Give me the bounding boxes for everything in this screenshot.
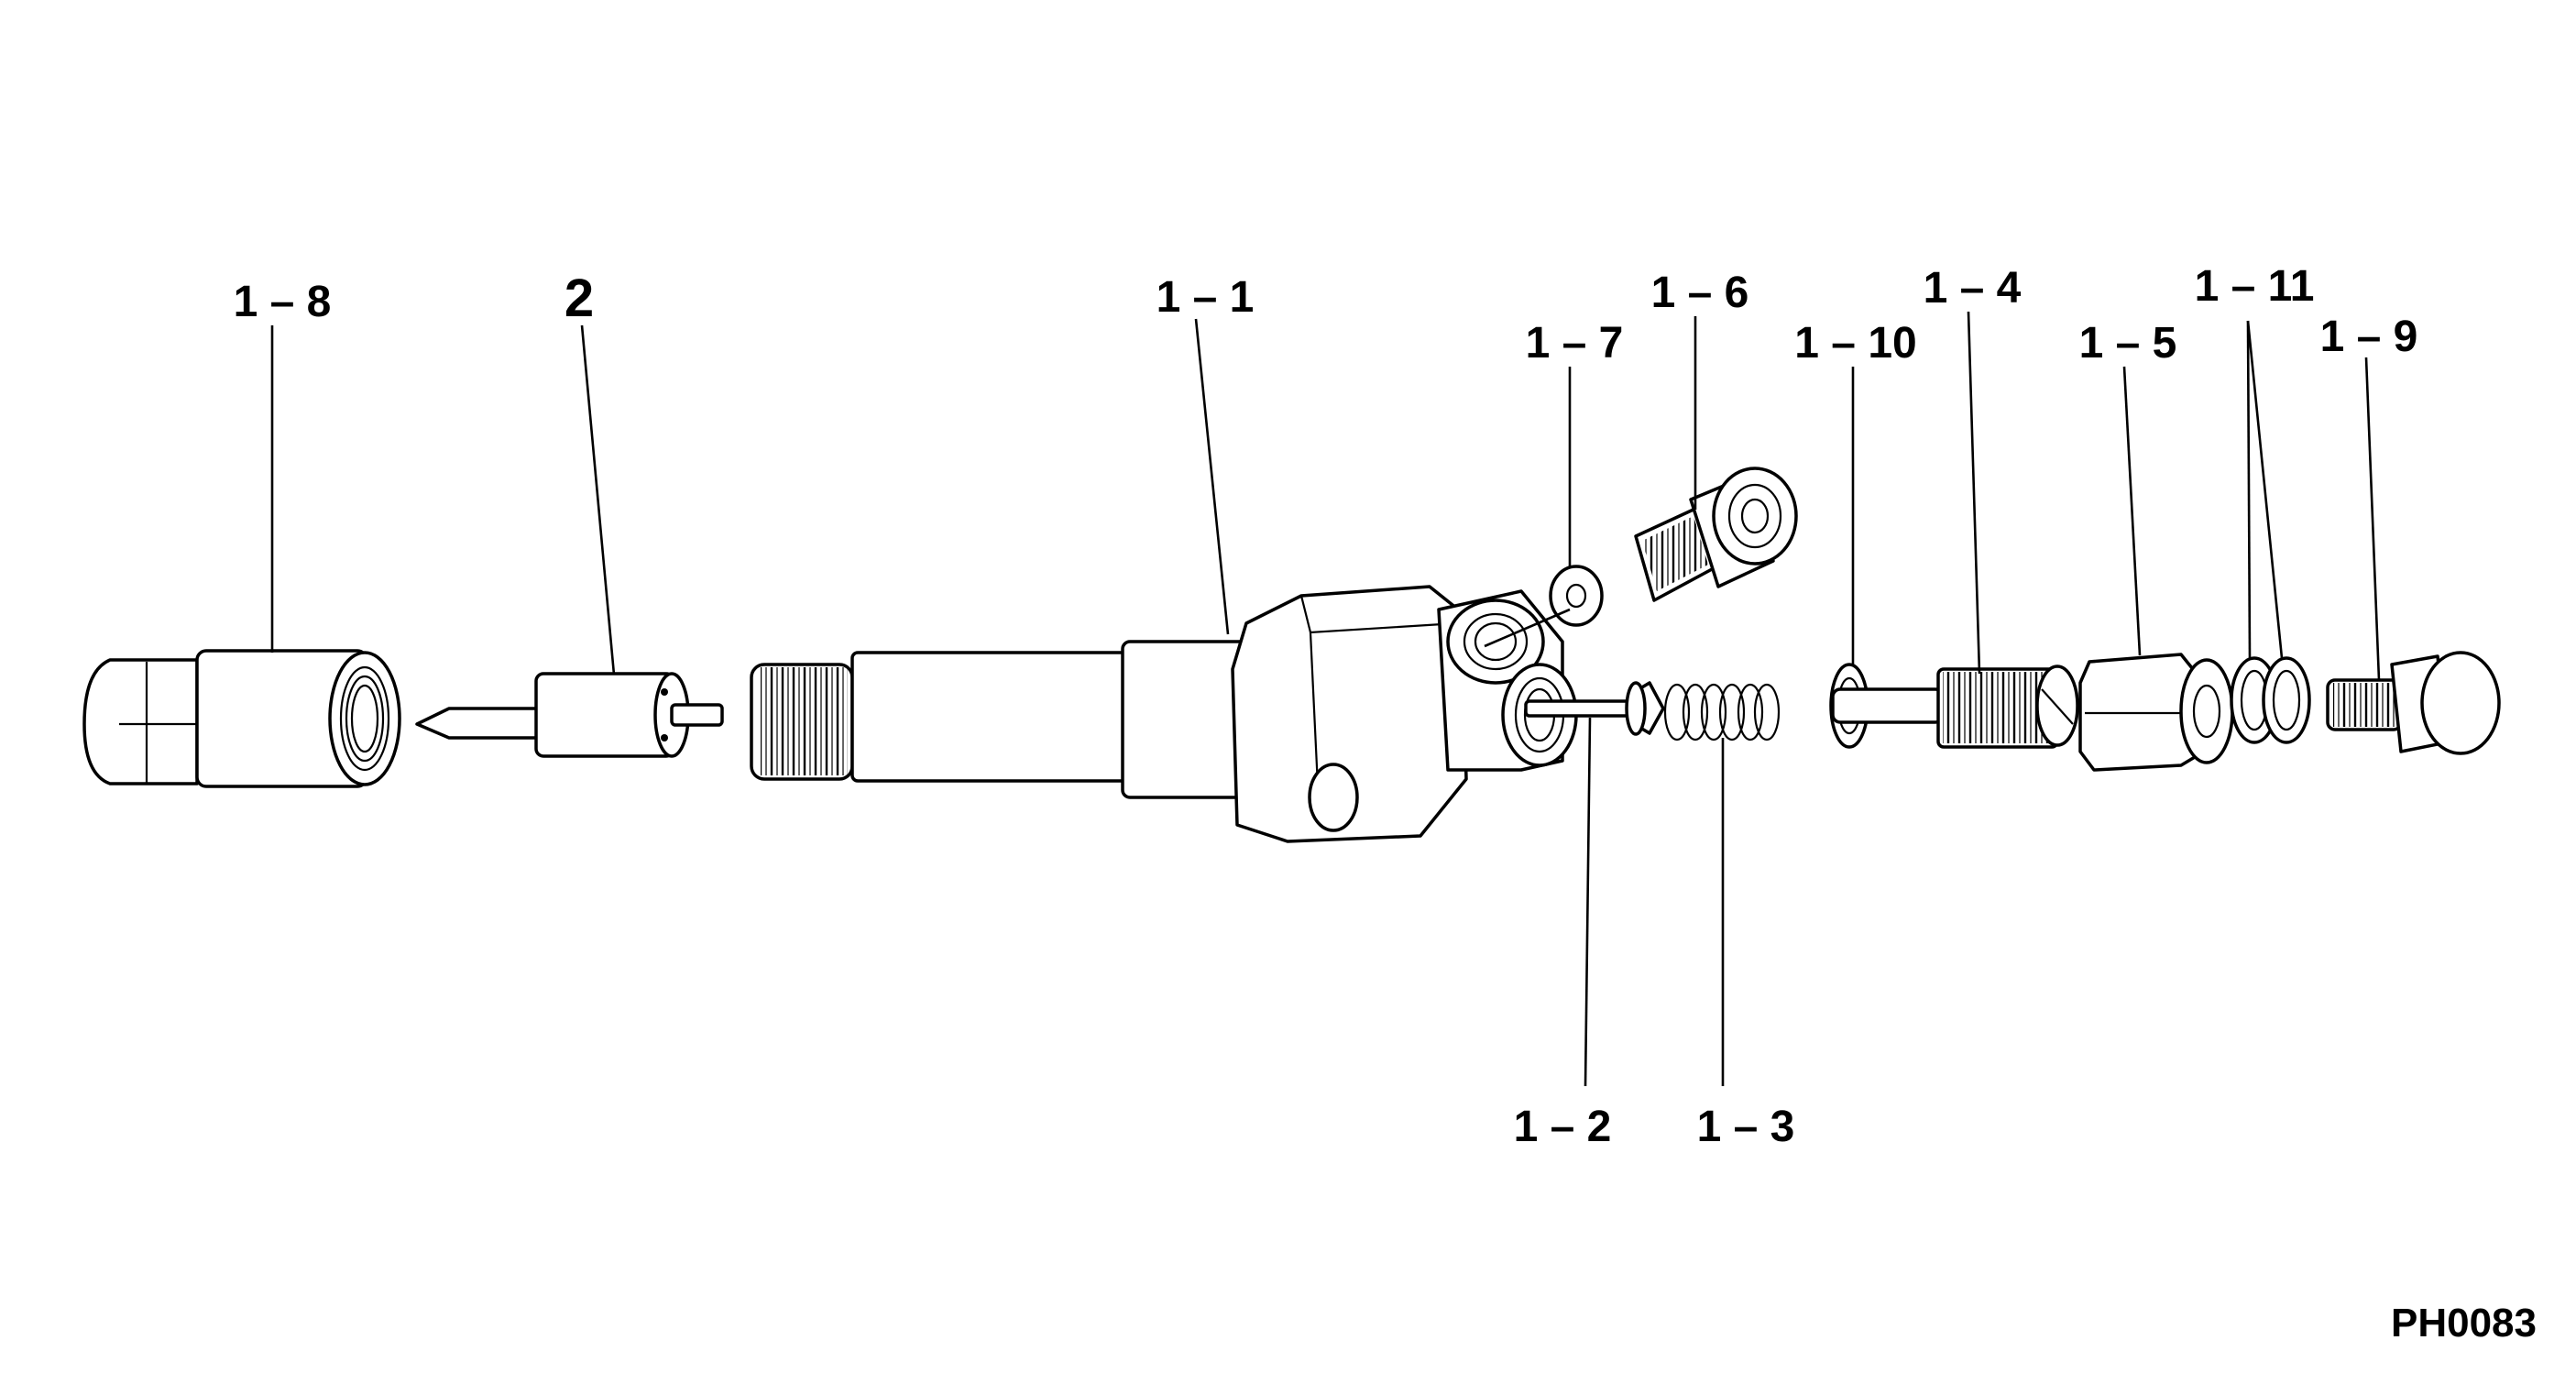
leader-lines [270,311,2381,1087]
callout-1-1: 1 – 1 [1156,273,1255,322]
push-rod-part [1524,681,1665,736]
adjusting-screw-part [1831,665,2079,749]
callout-1-5: 1 – 5 [2079,319,2177,368]
inlet-connector-part [1634,467,1798,602]
washer-part [1549,565,1604,627]
callout-1-2: 1 – 2 [1514,1103,1612,1151]
sealing-rings-part [2230,656,2311,744]
cap-nut-part [2078,653,2234,772]
callout-1-9: 1 – 9 [2320,313,2418,361]
callout-1-6: 1 – 6 [1651,269,1749,317]
callout-1-3: 1 – 3 [1697,1103,1795,1151]
callout-1-10: 1 – 10 [1794,319,1916,368]
callout-1-8: 1 – 8 [234,278,332,326]
nozzle-part [415,672,724,758]
callout-1-7: 1 – 7 [1526,319,1624,368]
callout-2: 2 [565,269,594,328]
figure-code: PH0083 [2391,1301,2537,1346]
callout-1-4: 1 – 4 [1924,264,2022,313]
spring-part [1663,683,1781,741]
callout-1-11: 1 – 11 [2195,262,2315,311]
nozzle-holder-body-part [750,585,1578,843]
cap-bolt-part [2326,651,2501,755]
retaining-nut-part [82,649,401,788]
